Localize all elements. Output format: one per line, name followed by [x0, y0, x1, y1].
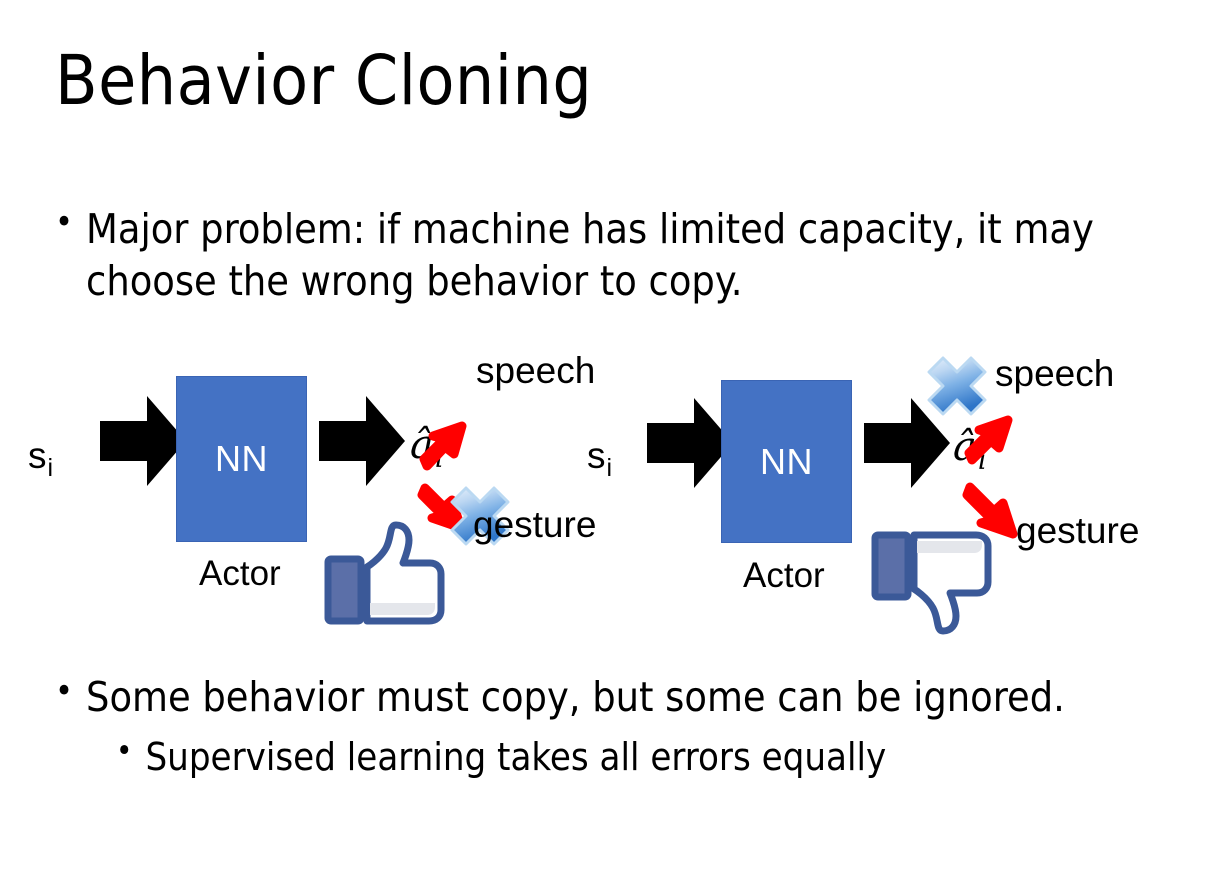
gesture-label-left: gesture	[473, 504, 597, 545]
nn-box-right: NN	[721, 380, 852, 543]
action-subscript: i	[977, 444, 987, 476]
nn-box-left: NN	[176, 376, 307, 542]
gesture-arrow-right	[962, 482, 1018, 539]
actor-label-left: Actor	[199, 554, 281, 593]
bullet-main: • Major problem: if machine has limited …	[55, 203, 1125, 308]
action-label-left: âi	[410, 425, 444, 472]
output-arrow-icon-left	[319, 396, 405, 486]
state-symbol: s	[28, 435, 47, 476]
bullet-main-text: Major problem: if machine has limited ca…	[86, 205, 1094, 306]
nn-label: NN	[215, 438, 268, 479]
state-subscript: i	[47, 453, 54, 482]
actor-label-right: Actor	[743, 556, 825, 595]
state-subscript: i	[606, 453, 613, 482]
bullet-lower-level2: • Supervised learning takes all errors e…	[116, 734, 1176, 782]
input-arrow-icon-right	[647, 398, 733, 488]
thumbs-down-icon-right	[871, 531, 992, 635]
action-symbol: â	[953, 424, 977, 470]
action-label-right: âi	[953, 427, 987, 474]
state-symbol: s	[587, 435, 606, 476]
state-label-right: si	[587, 437, 612, 481]
diagram-positive-case: si NN Actor âi	[18, 335, 608, 635]
nn-label: NN	[760, 440, 813, 482]
gesture-label-right: gesture	[1016, 510, 1140, 551]
action-symbol: â	[410, 422, 434, 468]
bullet-lower-level1-text: Some behavior must copy, but some can be…	[86, 673, 1065, 721]
bullet-marker-icon: •	[116, 733, 133, 769]
action-subscript: i	[434, 442, 444, 474]
bullet-lower-level1: • Some behavior must copy, but some can …	[55, 672, 1165, 723]
speech-label-right: speech	[995, 353, 1115, 394]
gesture-arrow-left	[417, 483, 466, 533]
bullet-marker-icon: •	[55, 671, 74, 711]
diagram-negative-case: si NN Actor âi	[563, 335, 1153, 635]
bullet-lower-level2-text: Supervised learning takes all errors equ…	[145, 735, 887, 779]
thumbs-up-icon-left	[324, 521, 445, 625]
bullet-marker-icon: •	[55, 202, 74, 242]
output-arrow-icon-right	[864, 398, 950, 488]
input-arrow-icon-left	[100, 396, 186, 486]
speech-label-left: speech	[476, 350, 596, 391]
state-label-left: si	[28, 437, 53, 481]
page-title: Behavior Cloning	[55, 41, 593, 121]
